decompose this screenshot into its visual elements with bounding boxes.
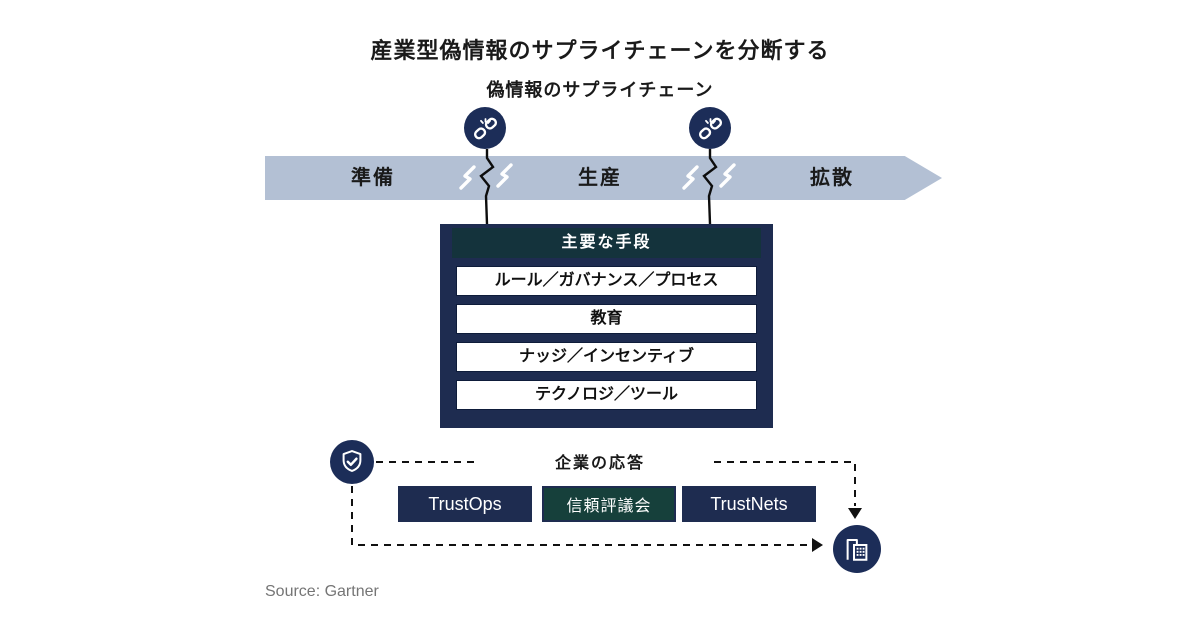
measure-technology-tools: テクノロジ／ツール — [456, 380, 757, 410]
key-measures-header: 主要な手段 — [452, 228, 761, 258]
broken-chain-glyph — [698, 117, 722, 139]
diagram-title: 産業型偽情報のサプライチェーンを分断する — [370, 38, 830, 63]
arrowhead-right — [812, 538, 823, 552]
buildings-glyph — [846, 539, 868, 561]
trust-council-box: 信頼評議会 — [542, 486, 676, 522]
stage-production: 生産 — [578, 167, 622, 189]
measure-rules-governance-process: ルール／ガバナンス／プロセス — [456, 266, 757, 296]
shield-check-icon — [330, 440, 374, 484]
arrowhead-down — [848, 508, 862, 519]
key-measures-panel: 主要な手段 ルール／ガバナンス／プロセス 教育 ナッジ／インセンティブ テクノロ… — [440, 224, 773, 428]
source-attribution: Source: Gartner — [265, 583, 379, 600]
broken-chain-glyph — [473, 117, 497, 139]
diagram-subtitle: 偽情報のサプライチェーン — [486, 80, 714, 100]
stage-preparation: 準備 — [351, 167, 395, 189]
measure-nudge-incentive: ナッジ／インセンティブ — [456, 342, 757, 372]
broken-link-icon — [464, 107, 506, 149]
shield-check-glyph — [342, 450, 362, 472]
stage-dissemination: 拡散 — [810, 167, 854, 189]
trustops-box: TrustOps — [398, 486, 532, 522]
supply-chain-arrow-band: 準備 生産 拡散 — [265, 156, 942, 200]
measure-education: 教育 — [456, 304, 757, 334]
enterprise-building-icon — [833, 525, 881, 573]
corporate-response-label: 企業の応答 — [554, 455, 645, 472]
broken-link-icon — [689, 107, 731, 149]
trustnets-box: TrustNets — [682, 486, 816, 522]
